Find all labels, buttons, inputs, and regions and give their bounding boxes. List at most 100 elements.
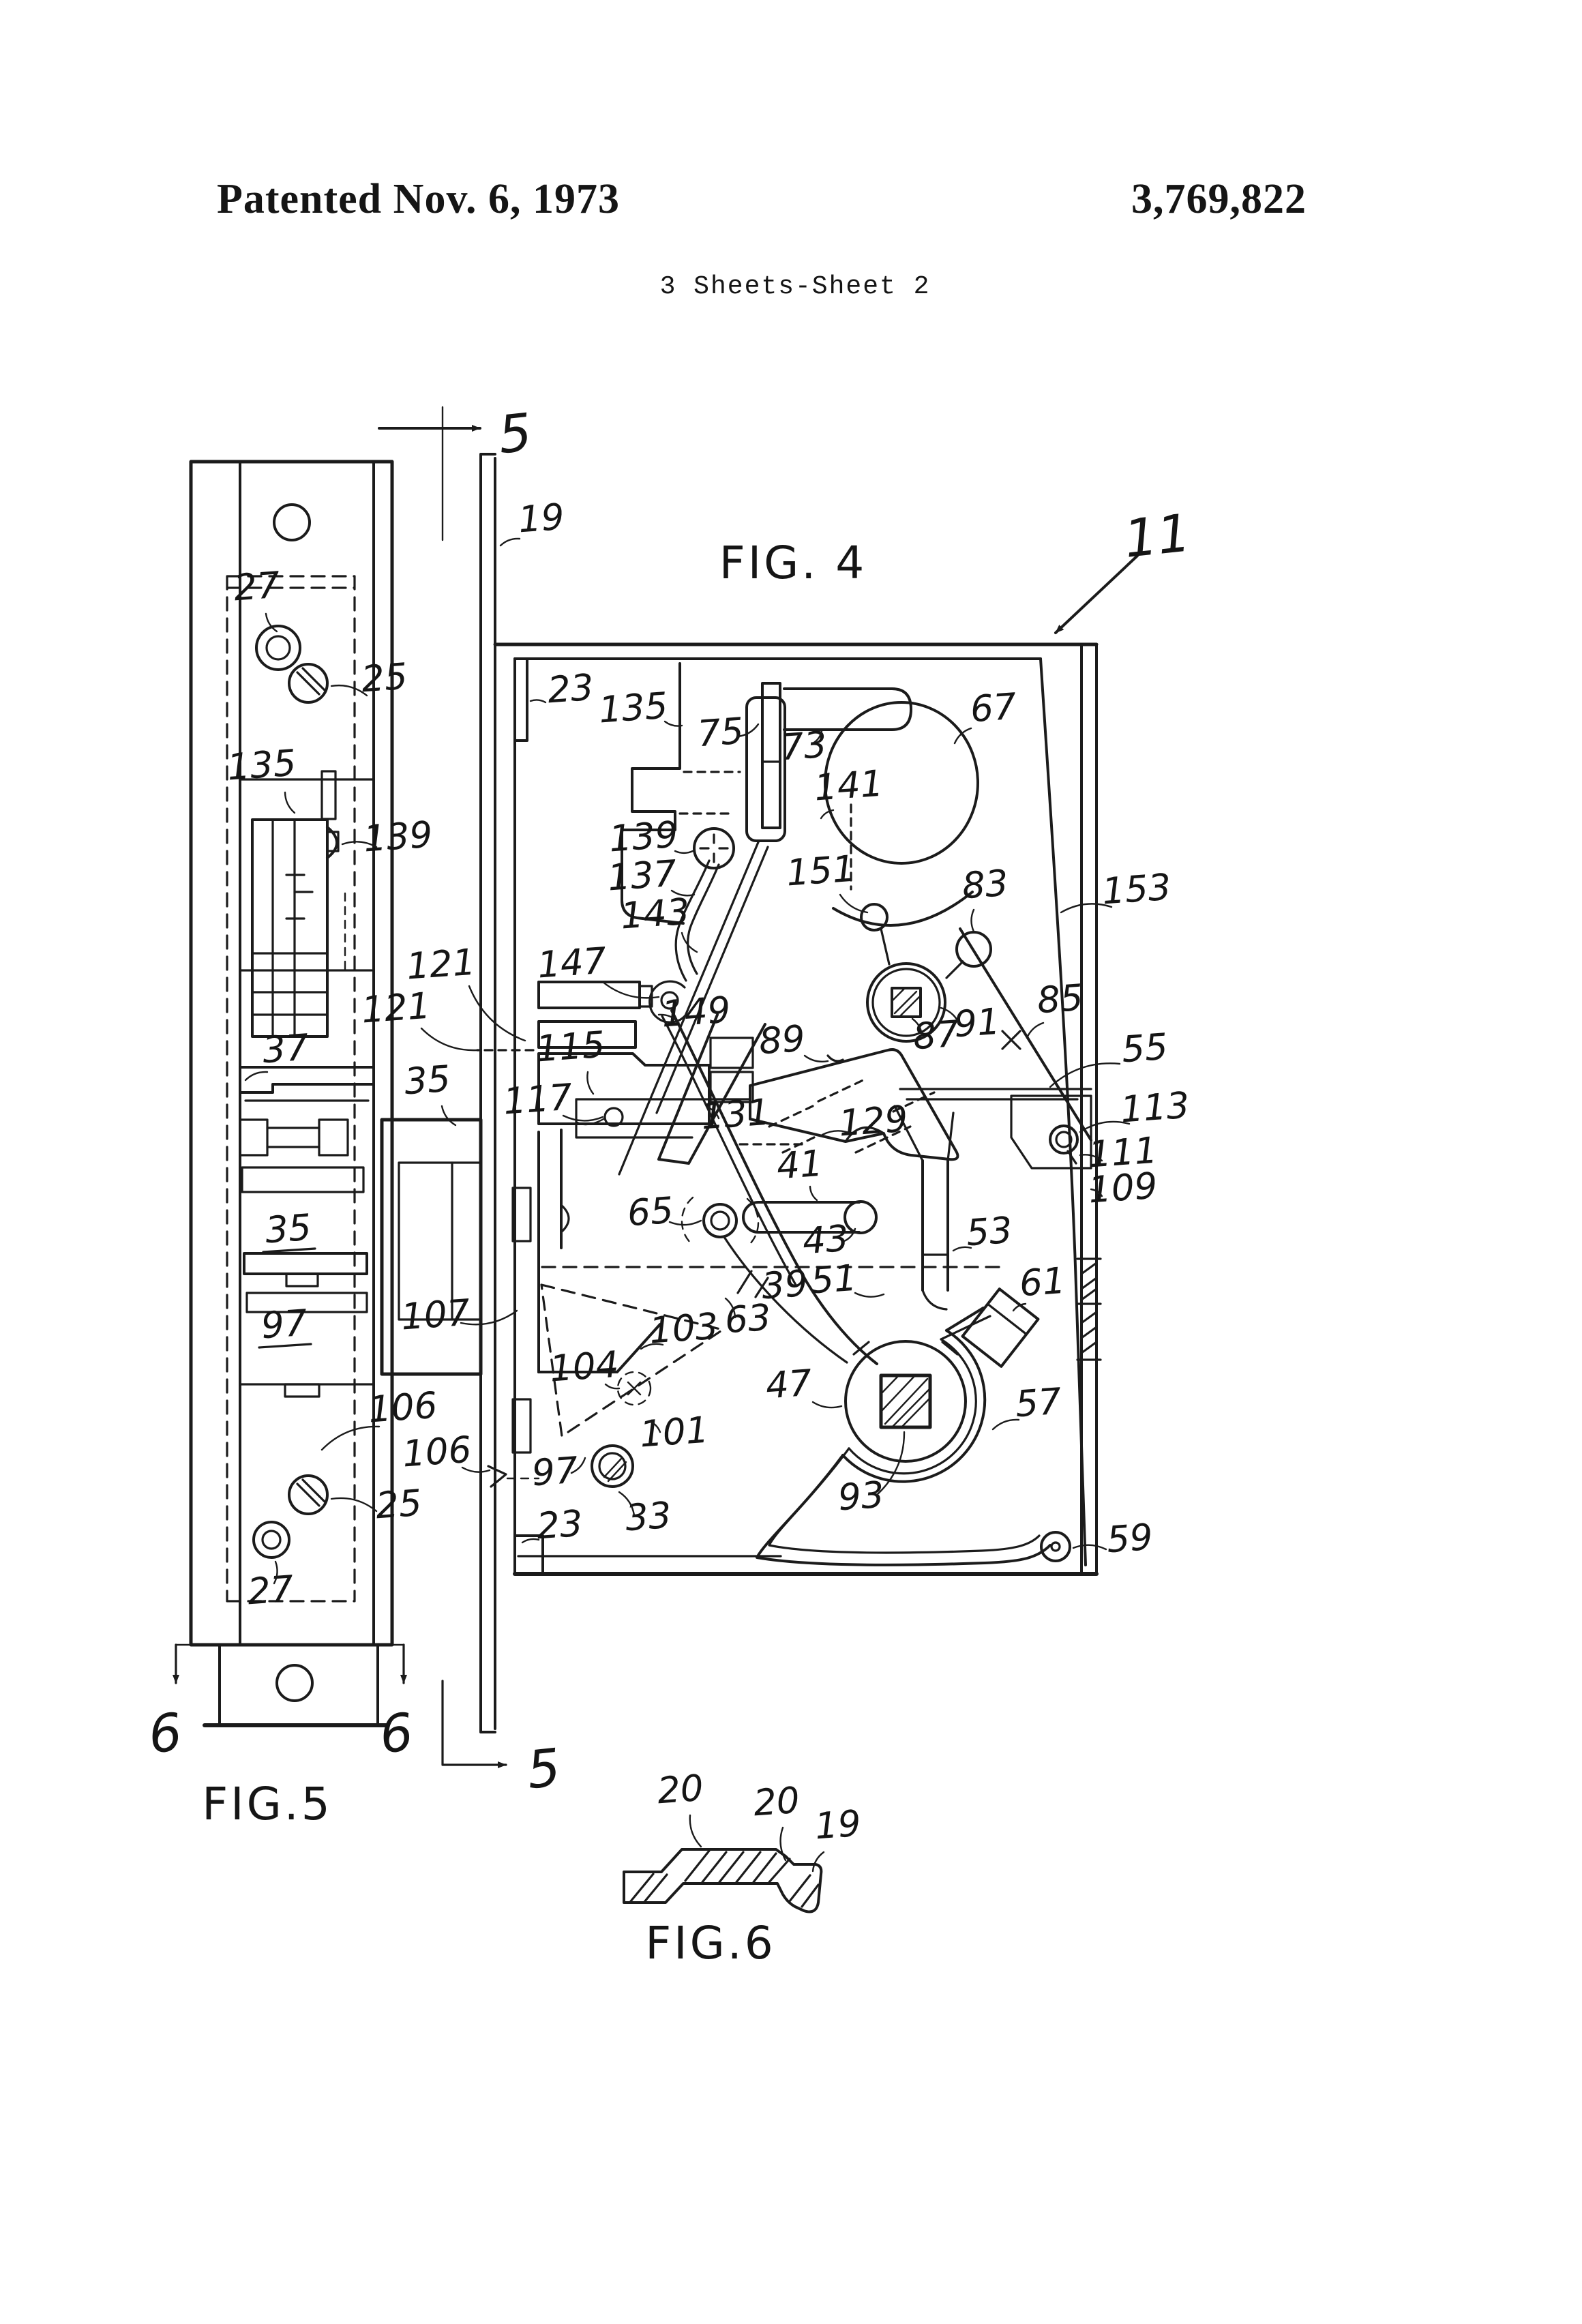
leader-line-53 (952, 1246, 972, 1252)
ref-label-underline (262, 1247, 316, 1253)
ref-label-139-7: 139 (608, 814, 679, 861)
ref-label-65-31: 65 (626, 1190, 675, 1235)
ref-label-41-30: 41 (775, 1143, 824, 1188)
ref-label-93-48: 93 (837, 1474, 886, 1519)
ref-label-53-35: 53 (965, 1210, 1014, 1255)
leader-line-25 (330, 685, 368, 697)
ref-label-underline (258, 1343, 312, 1349)
ref-label-109-21: 109 (1087, 1165, 1159, 1212)
ref-label-59-50: 59 (1105, 1517, 1154, 1562)
ref-label-97-57: 97 (260, 1302, 309, 1347)
ref-label-115-24: 115 (535, 1024, 606, 1071)
leader-line-59 (1072, 1544, 1107, 1551)
leader-line-129 (821, 1130, 852, 1136)
fig4-caption: FIG. 4 (719, 537, 867, 589)
leader-line-75 (736, 723, 760, 738)
leader-line-85 (1026, 1022, 1045, 1039)
leader-line-87 (911, 1017, 923, 1037)
leader-line-19 (811, 1851, 825, 1873)
ref-label-25-52: 25 (360, 656, 409, 701)
ref-label-117-25: 117 (502, 1077, 573, 1123)
leader-line-27 (273, 1560, 278, 1585)
leader-line-121 (420, 1027, 479, 1052)
leader-line-135 (284, 791, 296, 814)
ref-label-113-19: 113 (1119, 1085, 1191, 1131)
leader-line-104 (604, 1383, 621, 1390)
leader-line-67 (953, 727, 972, 745)
ref-label-129-29: 129 (837, 1099, 909, 1145)
leader-line-113 (1079, 1120, 1131, 1133)
ref-label-137-8: 137 (606, 853, 678, 899)
ref-label-25-58: 25 (374, 1483, 423, 1528)
leader-line-151 (839, 893, 869, 914)
leader-line-55 (1049, 1062, 1121, 1088)
ref-label-103-39: 103 (648, 1306, 719, 1352)
ref-label-87-16: 87 (912, 1013, 961, 1058)
ref-label-89-27: 89 (758, 1018, 807, 1063)
leader-line-47 (811, 1401, 843, 1409)
leader-line-103 (640, 1343, 664, 1350)
fig5-strike-plate-drawing (173, 460, 407, 1727)
leader-line-139 (674, 850, 694, 854)
ref-label-135-2: 135 (597, 685, 669, 732)
ref-label-35-26: 35 (403, 1058, 452, 1103)
ref-label-39-33: 39 (760, 1263, 809, 1308)
leader-line-27 (265, 612, 278, 633)
ref-label-121-23: 121 (360, 985, 432, 1032)
leader-line-106 (461, 1466, 491, 1473)
leader-line-107 (460, 1309, 518, 1326)
leader-line-25 (330, 1497, 378, 1513)
ref-label-91-17: 91 (953, 1001, 1002, 1046)
ref-label-107-38: 107 (400, 1292, 471, 1339)
leader-line-43 (843, 1227, 856, 1242)
section-marker-5-1: 5 (524, 1737, 563, 1801)
leader-line-111 (1079, 1154, 1103, 1162)
leader-line-33 (618, 1491, 636, 1517)
leader-line-37 (244, 1071, 269, 1082)
section-marker-11-4: 11 (1121, 502, 1193, 569)
leader-line-57 (991, 1418, 1020, 1431)
section-marker-6-3: 6 (377, 1701, 416, 1766)
leader-line-135 (663, 720, 683, 727)
leader-line-23 (521, 1538, 540, 1544)
ref-label-20-61: 20 (752, 1780, 801, 1825)
ref-label-143-9: 143 (619, 891, 691, 938)
fig5-caption: FIG.5 (202, 1778, 333, 1830)
ref-label-57-49: 57 (1014, 1381, 1063, 1426)
faceplate-strip-drawing (378, 406, 507, 1768)
ref-label-51-34: 51 (809, 1257, 859, 1302)
ref-label-27-51: 27 (233, 565, 282, 610)
ref-label-27-59: 27 (246, 1568, 295, 1613)
patented-date-text: Patented Nov. 6, 1973 (217, 176, 620, 222)
ref-label-73-4: 73 (779, 724, 829, 769)
leader-line-115 (586, 1071, 595, 1095)
ref-label-67-5: 67 (969, 686, 1018, 731)
leader-line-97 (570, 1457, 586, 1474)
sheet-info-text: 3 Sheets-Sheet 2 (660, 272, 931, 301)
leader-line-20 (689, 1814, 702, 1848)
leader-line-153 (1060, 903, 1113, 914)
fig6-section-strip-drawing (623, 1848, 823, 1913)
leader-line-23 (529, 699, 547, 704)
ref-label-121-22: 121 (405, 942, 477, 988)
leader-line-20 (779, 1826, 787, 1862)
ref-label-19-0: 19 (517, 496, 566, 541)
ref-label-147-10: 147 (536, 940, 608, 987)
leader-line-147 (601, 981, 660, 999)
ref-label-151-12: 151 (785, 848, 856, 895)
leader-line-83 (970, 908, 975, 933)
leader-line-143 (681, 932, 698, 953)
ref-label-104-40: 104 (548, 1344, 620, 1390)
leader-line-19 (499, 537, 521, 547)
ref-label-83-13: 83 (961, 863, 1010, 908)
leader-line-131 (706, 1106, 720, 1120)
ref-label-75-3: 75 (696, 711, 745, 756)
ref-label-111-20: 111 (1087, 1130, 1159, 1176)
leader-line-93 (876, 1431, 906, 1496)
ref-label-97-44: 97 (531, 1450, 580, 1495)
leader-line-139 (341, 841, 378, 848)
ref-label-101-41: 101 (638, 1410, 710, 1456)
